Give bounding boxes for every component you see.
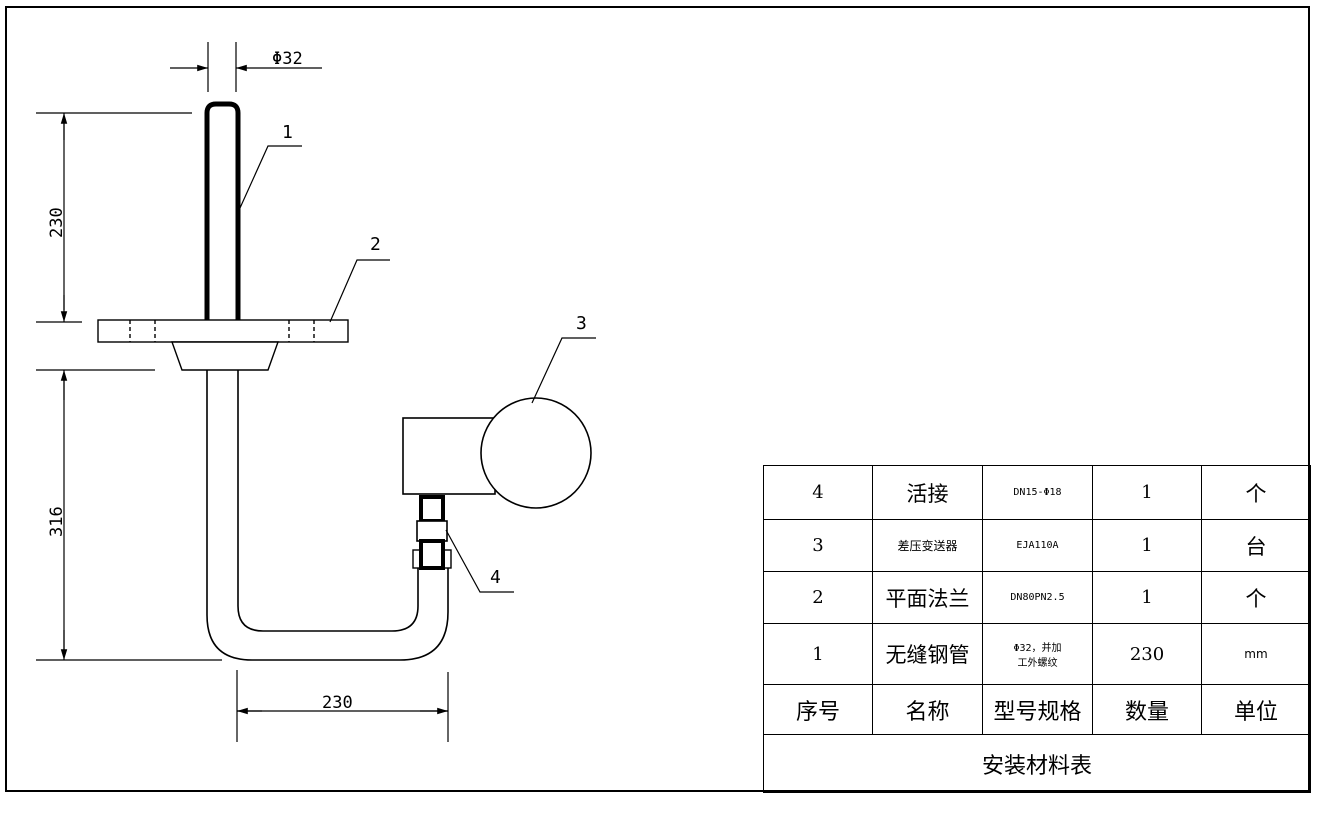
table-title: 安装材料表 — [763, 734, 1311, 793]
table-header-row: 序号 名称 型号规格 数量 单位 — [763, 684, 1311, 735]
item-spec: EJA110A — [982, 519, 1093, 572]
header-unit: 单位 — [1201, 684, 1311, 735]
item-unit: mm — [1201, 623, 1311, 685]
item-name: 平面法兰 — [872, 571, 983, 624]
item-spec: DN15-Φ18 — [982, 465, 1093, 520]
item-spec: Φ32，并加 工外螺纹 — [982, 623, 1093, 685]
leader-lines — [239, 145, 596, 593]
header-quantity: 数量 — [1092, 684, 1202, 735]
leader-2 — [329, 259, 390, 323]
header-name: 名称 — [872, 684, 983, 735]
vertical-dimension-316 — [36, 369, 222, 661]
pipe-diameter-dimension — [170, 42, 322, 92]
vertical-dimension-230 — [36, 112, 192, 323]
row-number: 1 — [763, 623, 873, 685]
callout-2: 2 — [370, 234, 381, 255]
item-spec: DN80PN2.5 — [982, 571, 1093, 624]
header-number: 序号 — [763, 684, 873, 735]
row-number: 3 — [763, 519, 873, 572]
item-name: 差压变送器 — [872, 519, 983, 572]
leader-3 — [531, 337, 596, 404]
drawing-frame — [5, 6, 1310, 792]
callout-1: 1 — [282, 122, 293, 143]
table-row: 1 无缝钢管 Φ32，并加 工外螺纹 230 mm — [763, 623, 1311, 685]
item-quantity: 1 — [1092, 465, 1202, 520]
table-row: 3 差压变送器 EJA110A 1 台 — [763, 519, 1311, 572]
horizontal-dimension-label: 230 — [322, 693, 353, 713]
item-unit: 个 — [1201, 465, 1311, 520]
item-spec-line: 工外螺纹 — [1017, 658, 1058, 669]
table-title-row: 安装材料表 — [763, 734, 1311, 793]
item-spec-line: Φ32，并加 — [1013, 643, 1062, 654]
impulse-pipe — [206, 370, 449, 661]
pipe-diameter-label: Φ32 — [272, 49, 303, 69]
item-unit: 台 — [1201, 519, 1311, 572]
seamless-steel-pipe — [204, 101, 241, 322]
item-quantity: 1 — [1092, 571, 1202, 624]
differential-pressure-transmitter — [402, 397, 592, 509]
item-quantity: 230 — [1092, 623, 1202, 685]
item-quantity: 1 — [1092, 519, 1202, 572]
item-spec-line: DN80PN2.5 — [1010, 592, 1065, 603]
table-row: 4 活接 DN15-Φ18 1 个 — [763, 465, 1311, 520]
row-number: 2 — [763, 571, 873, 624]
leader-1 — [239, 145, 302, 209]
item-unit: 个 — [1201, 571, 1311, 624]
horizontal-dimension-230 — [236, 670, 449, 742]
union-fitting — [412, 495, 452, 570]
item-spec-line: DN15-Φ18 — [1013, 487, 1062, 498]
item-spec-line: EJA110A — [1016, 540, 1059, 551]
callout-3: 3 — [576, 313, 587, 334]
vertical-lower-label: 316 — [47, 506, 67, 537]
flat-flange — [97, 319, 349, 371]
item-name: 无缝钢管 — [872, 623, 983, 685]
item-name: 活接 — [872, 465, 983, 520]
header-spec: 型号规格 — [982, 684, 1093, 735]
material-table: 4 活接 DN15-Φ18 1 个 3 差压变送器 EJA110A 1 台 2 … — [763, 465, 1311, 793]
vertical-upper-label: 230 — [47, 207, 67, 238]
leader-4 — [445, 529, 514, 593]
table-row: 2 平面法兰 DN80PN2.5 1 个 — [763, 571, 1311, 624]
callout-4: 4 — [490, 567, 501, 588]
row-number: 4 — [763, 465, 873, 520]
